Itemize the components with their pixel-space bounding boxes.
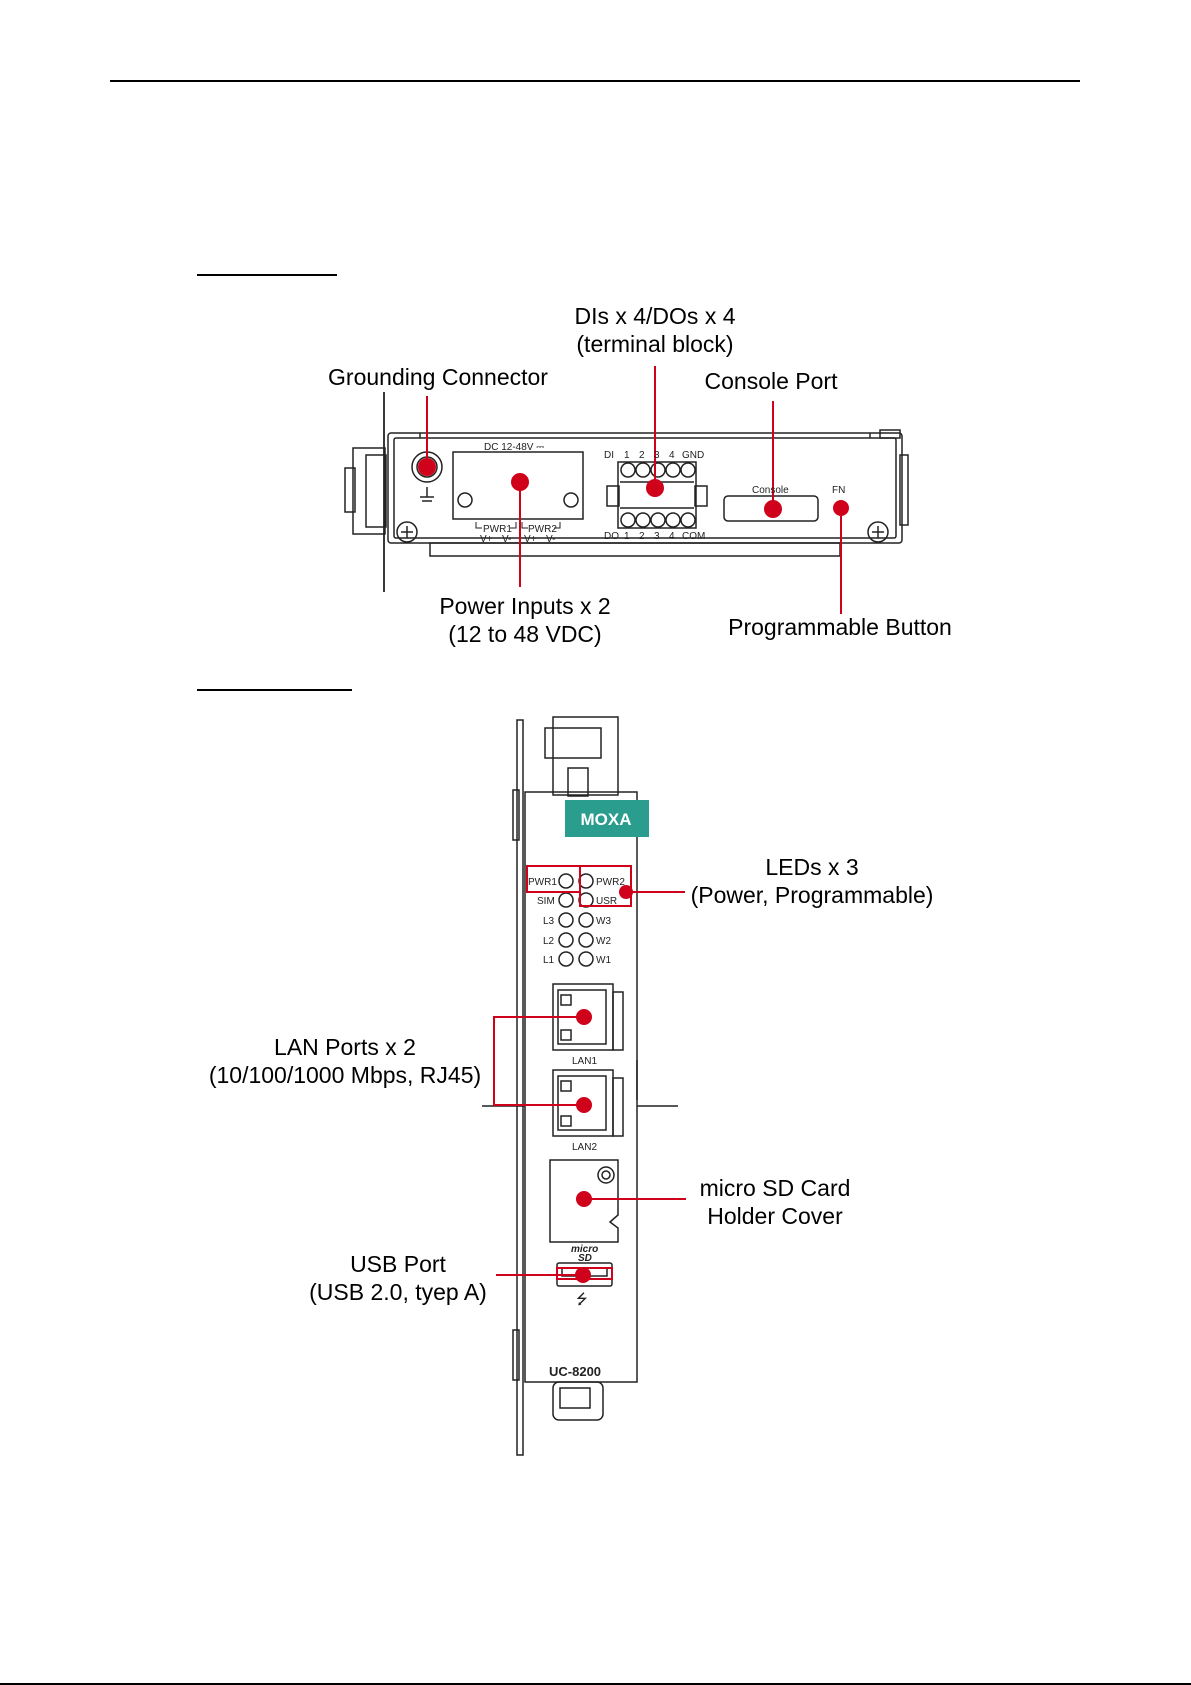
di-label: DI <box>604 450 614 461</box>
callout-leds: LEDs x 3 (Power, Programmable) <box>682 853 942 909</box>
footer-rule <box>0 1683 1191 1685</box>
do-4: 4 <box>669 531 675 542</box>
do-2: 2 <box>639 531 645 542</box>
sd-sd-text: SD <box>578 1253 592 1264</box>
do-1: 1 <box>624 531 630 542</box>
led-sim: SIM <box>537 896 555 907</box>
do-3: 3 <box>654 531 660 542</box>
callout-power: Power Inputs x 2 (12 to 48 VDC) <box>420 592 630 648</box>
callout-usb: USB Port (USB 2.0, tyep A) <box>300 1250 496 1306</box>
callout-leds-line2: (Power, Programmable) <box>690 882 934 908</box>
callout-power-line1: Power Inputs x 2 <box>439 593 611 619</box>
header-rule <box>110 80 1080 82</box>
callout-di-do: DIs x 4/DOs x 4 (terminal block) <box>555 302 755 358</box>
callout-sd-line2: Holder Cover <box>707 1203 843 1229</box>
polarity-1: V+ <box>480 534 493 545</box>
callout-lan: LAN Ports x 2 (10/100/1000 Mbps, RJ45) <box>192 1033 498 1089</box>
section-heading-front-rule <box>197 689 352 691</box>
polarity-3: V+ <box>524 534 537 545</box>
callout-lan-line2: (10/100/1000 Mbps, RJ45) <box>208 1062 482 1088</box>
led-w3: W3 <box>596 916 611 927</box>
callout-di-do-line2: (terminal block) <box>576 331 734 357</box>
di-4: 4 <box>669 450 675 461</box>
led-w1: W1 <box>596 955 611 966</box>
callout-button: Programmable Button <box>728 614 952 640</box>
di-gnd: GND <box>682 450 704 461</box>
polarity-2: V- <box>502 534 511 545</box>
di-2: 2 <box>639 450 645 461</box>
led-l1: L1 <box>543 955 555 966</box>
fn-label: FN <box>832 485 845 496</box>
callout-sd: micro SD Card Holder Cover <box>686 1174 864 1230</box>
callout-console: Console Port <box>704 368 838 394</box>
moxa-brand-text: MOXA <box>581 810 632 829</box>
usb-symbol-icon: ⭍ <box>576 1291 588 1307</box>
do-com: COM <box>682 531 705 542</box>
led-w2: W2 <box>596 936 611 947</box>
moxa-logo <box>565 800 649 837</box>
sd-micro-text: micro <box>571 1244 598 1255</box>
di-1: 1 <box>624 450 630 461</box>
led-usr: USR <box>596 896 617 907</box>
callout-power-line2: (12 to 48 VDC) <box>448 621 602 647</box>
do-label: DO <box>604 531 619 542</box>
led-l2: L2 <box>543 936 555 947</box>
led-pwr1: PWR1 <box>528 877 557 888</box>
callout-lan-line1: LAN Ports x 2 <box>274 1034 416 1060</box>
polarity-4: V- <box>546 534 555 545</box>
led-pwr2: PWR2 <box>596 877 625 888</box>
callout-grounding: Grounding Connector <box>328 364 548 390</box>
led-l3: L3 <box>543 916 555 927</box>
section-heading-top-rule <box>197 274 337 276</box>
callout-di-do-line1: DIs x 4/DOs x 4 <box>574 303 736 329</box>
console-device-label: Console <box>752 485 789 496</box>
callout-sd-line1: micro SD Card <box>699 1175 851 1201</box>
pwr2-label: PWR2 <box>528 524 557 535</box>
lan1-label: LAN1 <box>572 1056 597 1067</box>
callout-leds-line1: LEDs x 3 <box>765 854 859 880</box>
lan2-label: LAN2 <box>572 1142 597 1153</box>
callout-usb-line1: USB Port <box>350 1251 446 1277</box>
di-3: 3 <box>654 450 660 461</box>
pwr1-label: PWR1 <box>483 524 512 535</box>
dc-rating: DC 12-48V ⎓ <box>484 442 544 453</box>
callout-usb-line2: (USB 2.0, tyep A) <box>309 1279 487 1305</box>
model-label: UC-8200 <box>549 1364 601 1379</box>
